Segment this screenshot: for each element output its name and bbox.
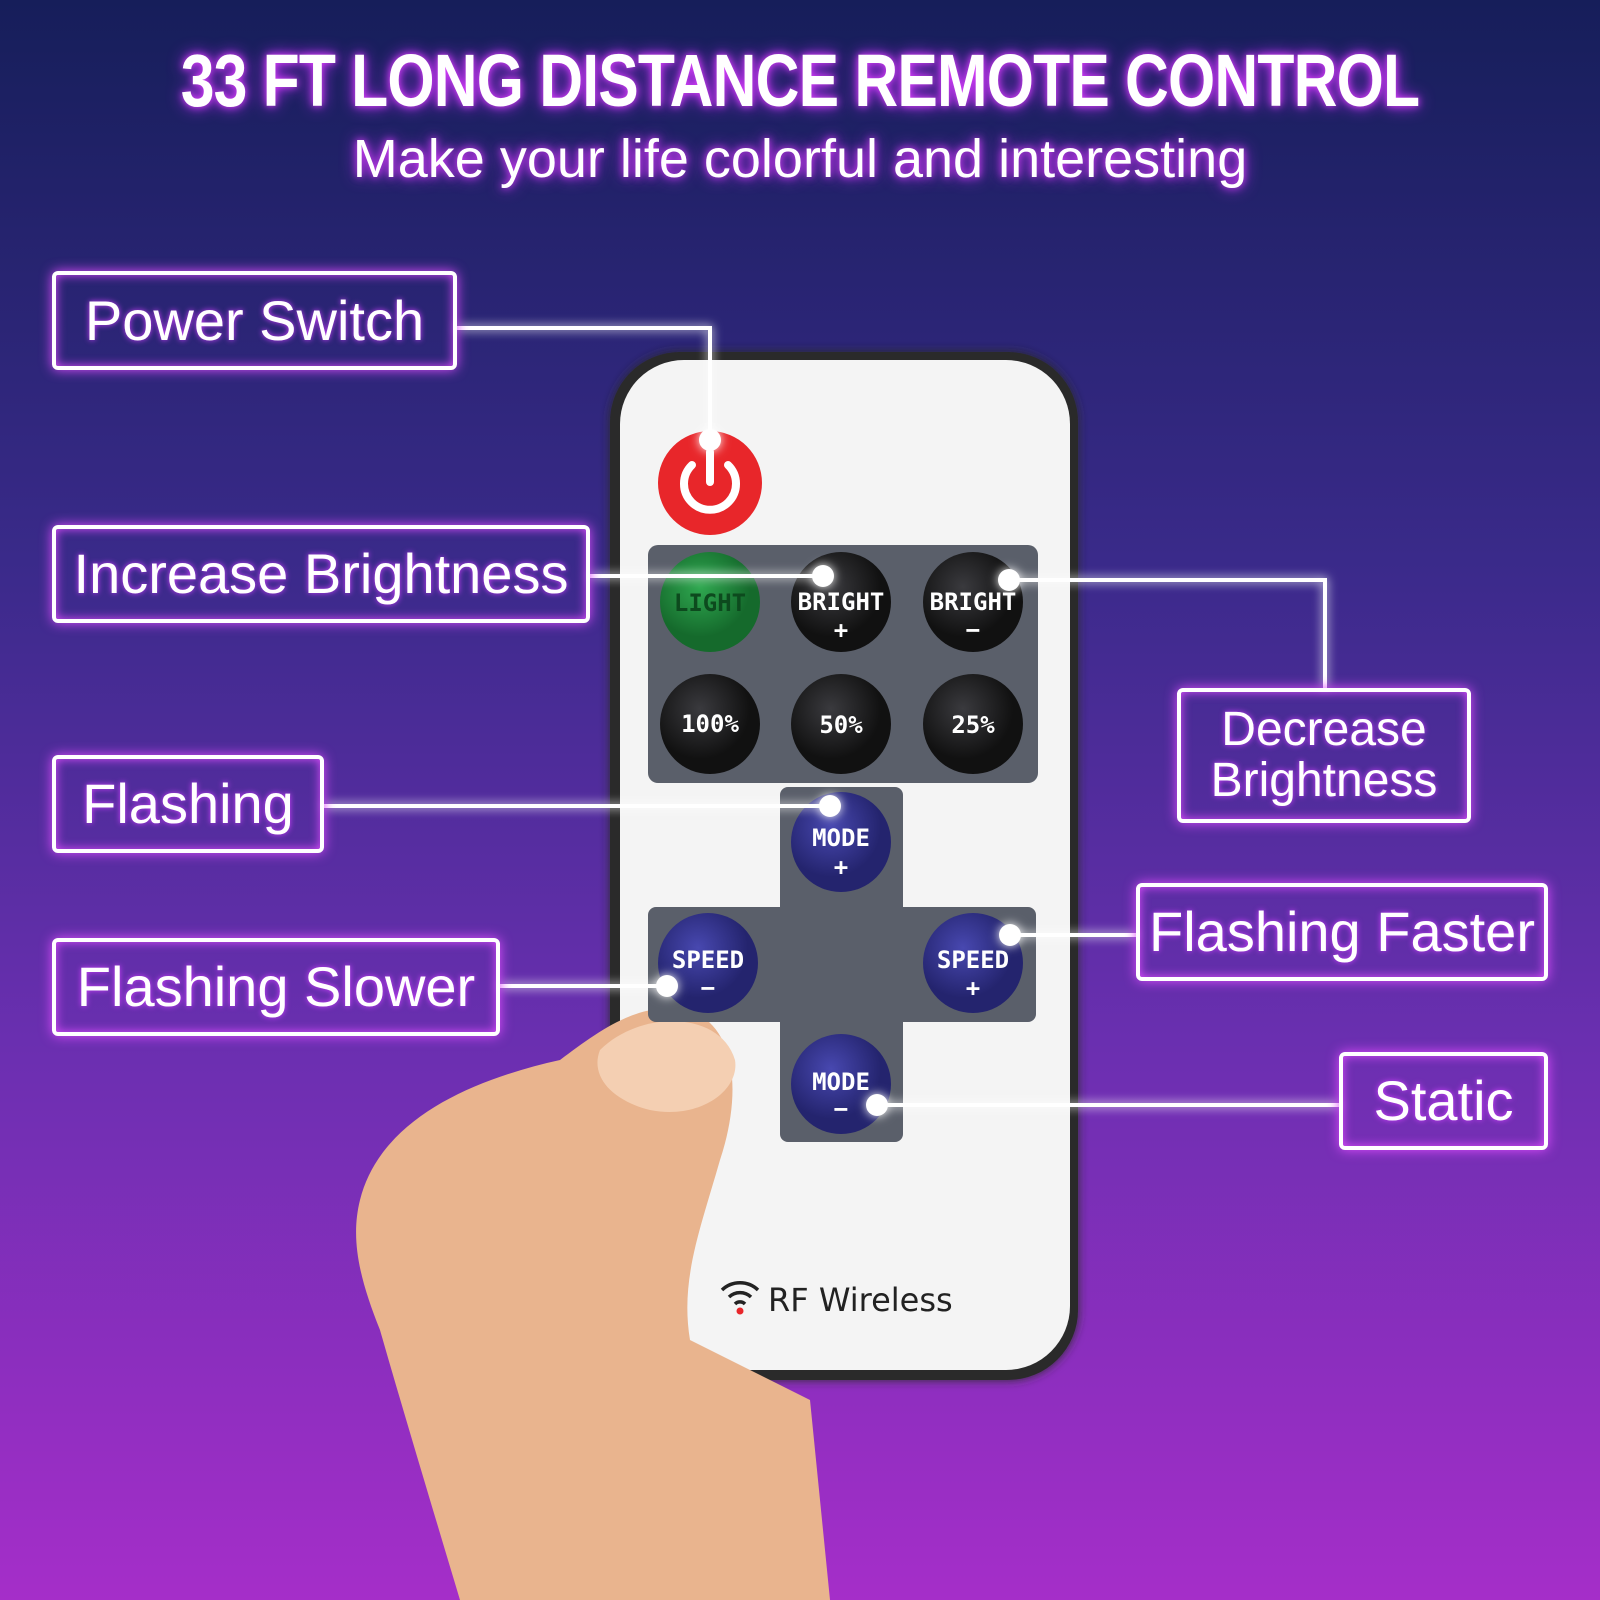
minus-sign: − xyxy=(701,974,715,1002)
callout-flashing: Flashing xyxy=(52,755,324,853)
callout-flashing-slower: Flashing Slower xyxy=(52,938,500,1036)
callout-dots xyxy=(656,429,1021,1116)
speed-minus-label: SPEED xyxy=(672,946,744,974)
rf-wireless-label: RF Wireless xyxy=(768,1281,953,1319)
mode-plus-button[interactable] xyxy=(791,792,891,892)
plus-sign: + xyxy=(834,616,848,644)
page-title: 33 FT LONG DISTANCE REMOTE CONTROL xyxy=(180,39,1420,122)
minus-sign: − xyxy=(966,616,980,644)
speed-plus-button[interactable] xyxy=(923,913,1023,1013)
bright-minus-label: BRIGHT xyxy=(930,588,1017,616)
callout-decrease-brightness: Decrease Brightness xyxy=(1177,688,1471,823)
mode-minus-button[interactable] xyxy=(791,1034,891,1134)
mode-minus-label: MODE xyxy=(812,1068,870,1096)
hand xyxy=(356,1008,830,1600)
wifi-icon xyxy=(720,1281,760,1315)
bright-plus-label: BRIGHT xyxy=(798,588,885,616)
plus-sign: + xyxy=(834,853,848,881)
p100-label: 100% xyxy=(681,710,739,738)
speed-plus-label: SPEED xyxy=(937,946,1009,974)
power-icon xyxy=(680,448,740,514)
brightness-50-button[interactable] xyxy=(791,674,891,774)
p25-label: 25% xyxy=(951,711,995,739)
plus-sign: + xyxy=(966,974,980,1002)
speed-minus-button[interactable] xyxy=(658,913,758,1013)
mode-plus-label: MODE xyxy=(812,824,870,852)
brightness-100-button[interactable] xyxy=(660,674,760,774)
brightness-25-button[interactable] xyxy=(923,674,1023,774)
bright-minus-button[interactable] xyxy=(923,552,1023,652)
p50-label: 50% xyxy=(819,711,863,739)
callout-lines xyxy=(324,326,1339,1107)
minus-sign: − xyxy=(834,1095,848,1123)
callout-flashing-faster: Flashing Faster xyxy=(1136,883,1548,981)
callout-power-switch: Power Switch xyxy=(52,271,457,370)
callout-static: Static xyxy=(1339,1052,1548,1150)
light-label: LIGHT xyxy=(674,589,746,617)
page-subtitle: Make your life colorful and interesting xyxy=(352,129,1248,189)
callout-increase-brightness: Increase Brightness xyxy=(52,525,590,623)
